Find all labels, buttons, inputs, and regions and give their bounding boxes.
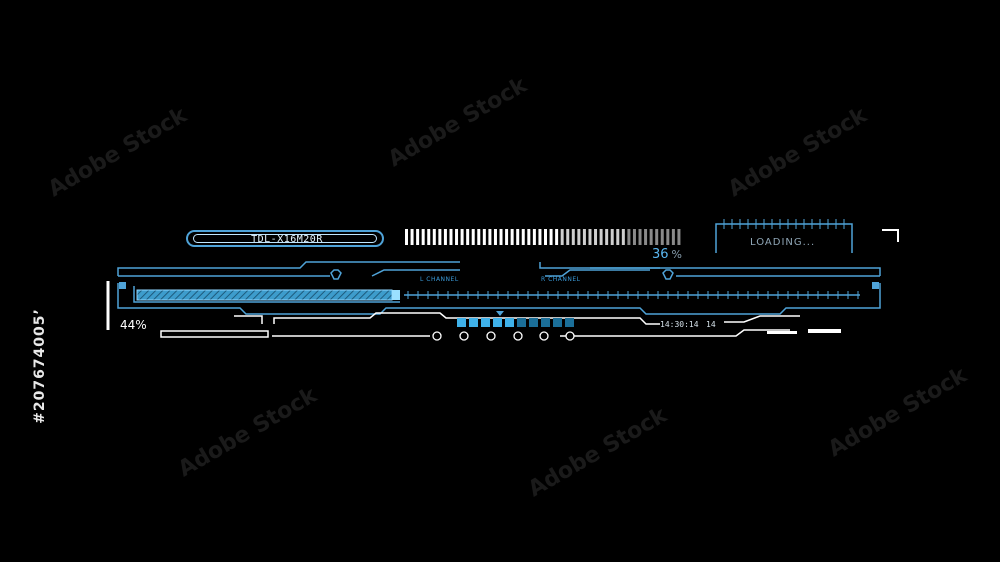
tick-strip-bar (632, 229, 636, 245)
tick-strip-bar (627, 229, 631, 245)
triangle-marker-icon (496, 311, 504, 316)
tick-strip-bar (577, 229, 581, 245)
tick-strip-bar (416, 229, 420, 245)
tick-strip-bar (443, 229, 447, 245)
lower-white-bar-a (767, 331, 797, 334)
segment-meter-cell (517, 318, 526, 327)
tick-strip-bar (477, 229, 481, 245)
tick-strip-bar (460, 229, 464, 245)
main-bar-left-cap (119, 282, 126, 289)
tick-strip-bar (421, 229, 425, 245)
corner-bracket-icon (882, 229, 899, 242)
tick-strip-bar (605, 229, 609, 245)
tick-strip-bar (655, 229, 659, 245)
tick-strip-bar (616, 229, 620, 245)
watermark-id: #207674005’ (32, 308, 48, 424)
tick-strip-bar (677, 229, 681, 245)
tick-strip-bar (599, 229, 603, 245)
segment-meter-cell (541, 318, 550, 327)
circle-node-icon (565, 331, 575, 341)
tick-strip-bar (544, 229, 547, 245)
tick-strip-bar (488, 229, 492, 245)
tick-strip-bar (449, 229, 453, 245)
upper-frame (117, 261, 881, 277)
left-channel-label: L CHANNEL (420, 276, 459, 283)
loading-bracket-ticks (723, 219, 845, 229)
hexagon-icon (330, 269, 674, 280)
left-gauge-percent: 44% (120, 318, 147, 332)
progress-percent-unit: % (671, 248, 682, 261)
tick-strip-bar (499, 229, 503, 245)
time-readout-b: 14 (706, 320, 716, 329)
tick-strip-bar (594, 229, 598, 245)
progress-percent-value: 36 (652, 247, 669, 262)
tick-strip-bar (538, 229, 542, 245)
tick-strip-bar (610, 229, 614, 245)
segment-meter (457, 318, 574, 327)
tick-strip-bar (410, 229, 414, 245)
tick-strip-bar (516, 229, 520, 245)
tick-strip-bar (649, 229, 653, 245)
loading-label: LOADING... (750, 237, 816, 248)
segment-meter-cell (553, 318, 562, 327)
circle-node-icon (432, 331, 442, 341)
tick-strip-bar (455, 229, 459, 245)
tick-strip-bar (432, 229, 436, 245)
code-label: TDL-X16M20R (251, 234, 323, 245)
tick-strip-bar (549, 229, 553, 245)
tick-strip-bar (560, 229, 564, 245)
tick-strip-bar (521, 229, 525, 245)
tick-strip-bar (671, 229, 675, 245)
tick-strip-bar (566, 229, 570, 245)
circle-node-icon (539, 331, 549, 341)
segment-meter-cell (505, 318, 514, 327)
tick-strip-bar (555, 229, 559, 245)
tick-strip-bar (582, 229, 586, 245)
tick-strip-bar (638, 229, 642, 245)
tick-strip-bar (532, 229, 536, 245)
tick-strip-bar (482, 229, 486, 245)
main-bar-fill-head (392, 290, 400, 300)
code-pill: TDL-X16M20R (186, 230, 384, 247)
circle-node-icon (486, 331, 496, 341)
lower-frame (160, 312, 800, 338)
segment-meter-cell (481, 318, 490, 327)
lower-white-bar-b (808, 329, 841, 333)
tick-strip-bar (666, 229, 670, 245)
tick-strip-bar (438, 229, 442, 245)
main-bar-fill (136, 289, 393, 301)
tick-strip-bar (644, 229, 648, 245)
tick-strip-bar (427, 229, 431, 245)
segment-meter-cell (457, 318, 466, 327)
main-bar-right-cap (872, 282, 879, 289)
circle-node-icon (459, 331, 469, 341)
tick-strip (405, 229, 681, 245)
tick-strip-bar (471, 229, 475, 245)
progress-percent: 36% (652, 247, 682, 262)
tick-strip-bar (660, 229, 664, 245)
tick-strip-bar (510, 229, 514, 245)
right-channel-label: R CHANNEL (541, 276, 581, 283)
tick-strip-bar (466, 229, 470, 245)
loading-bracket (715, 223, 853, 253)
tick-strip-bar (588, 229, 592, 245)
segment-meter-cell (493, 318, 502, 327)
tick-strip-bar (571, 229, 575, 245)
circle-node-row (432, 331, 575, 341)
main-bar-axis-ticks (407, 291, 859, 299)
circle-node-icon (513, 331, 523, 341)
time-readout-a: 14:30:14 (660, 320, 699, 329)
tick-strip-bar (527, 229, 531, 245)
tick-strip-bar (405, 229, 408, 245)
segment-meter-cell (529, 318, 538, 327)
tick-strip-bar (493, 229, 497, 245)
code-pill-inner (193, 234, 377, 243)
main-bar-frame (117, 283, 881, 315)
tick-strip-bar (621, 229, 625, 245)
tick-strip-bar (505, 229, 509, 245)
segment-meter-cell (565, 318, 574, 327)
segment-meter-cell (469, 318, 478, 327)
